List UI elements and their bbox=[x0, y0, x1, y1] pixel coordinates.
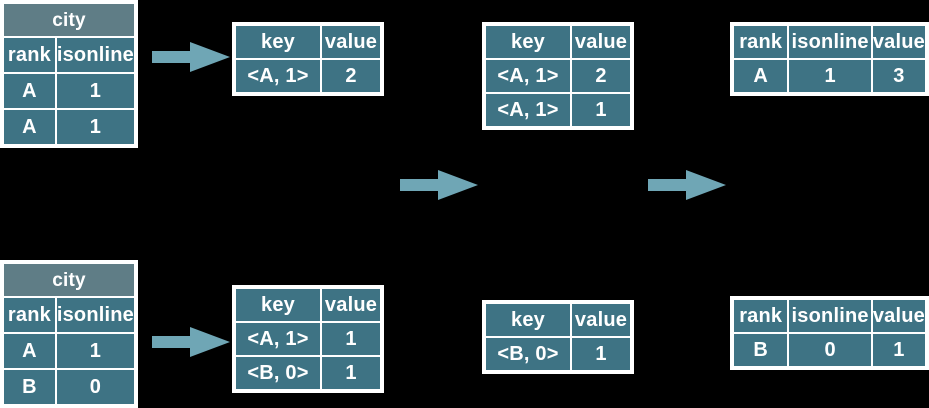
table-row: B 0 1 bbox=[734, 334, 925, 366]
cell-value: 1 bbox=[572, 338, 630, 370]
cell-rank: B bbox=[4, 370, 55, 404]
header-isonline: isonline bbox=[56, 298, 134, 332]
cell-rank: A bbox=[4, 74, 55, 108]
header-isonline: isonline bbox=[789, 300, 871, 332]
header-key: key bbox=[236, 26, 320, 58]
result-table-top: rank isonline value A 1 3 bbox=[730, 22, 929, 96]
header-value: value bbox=[322, 26, 380, 58]
result-table-bottom: rank isonline value B 0 1 bbox=[730, 296, 929, 370]
cell-key: <A, 1> bbox=[486, 94, 570, 126]
header-value: value bbox=[572, 304, 630, 336]
cell-rank: A bbox=[734, 60, 788, 92]
arrow-right-icon bbox=[152, 327, 230, 357]
table-row: <A, 1> 2 bbox=[236, 60, 380, 92]
cell-isonline: 1 bbox=[56, 110, 134, 144]
table-header-row: key value bbox=[486, 26, 630, 58]
table-header-row: rank isonline bbox=[4, 298, 134, 332]
header-rank: rank bbox=[4, 38, 55, 72]
city-table-top: city rank isonline A 1 A 1 bbox=[0, 0, 138, 148]
header-value: value bbox=[572, 26, 630, 58]
table-row: A 1 bbox=[4, 110, 134, 144]
table-row: A 1 bbox=[4, 334, 134, 368]
table-header-row: key value bbox=[236, 289, 380, 321]
cell-key: <B, 0> bbox=[236, 357, 320, 389]
cell-rank: A bbox=[4, 334, 55, 368]
cell-value: 2 bbox=[572, 60, 630, 92]
arrow-reduce bbox=[648, 168, 726, 202]
table-title-row: city bbox=[4, 4, 134, 36]
table-row: <A, 1> 1 bbox=[486, 94, 630, 126]
arrow-shuffle bbox=[400, 168, 478, 202]
arrow-right-icon bbox=[648, 170, 726, 200]
header-key: key bbox=[236, 289, 320, 321]
city-title-top: city bbox=[4, 4, 134, 36]
table-row: <A, 1> 2 bbox=[486, 60, 630, 92]
header-value: value bbox=[872, 26, 925, 58]
cell-value: 1 bbox=[572, 94, 630, 126]
table-header-row: rank isonline value bbox=[734, 300, 925, 332]
cell-isonline: 0 bbox=[56, 370, 134, 404]
cell-key: <A, 1> bbox=[236, 60, 320, 92]
cell-key: <B, 0> bbox=[486, 338, 570, 370]
header-value: value bbox=[872, 300, 925, 332]
header-key: key bbox=[486, 26, 570, 58]
cell-isonline: 1 bbox=[789, 60, 871, 92]
header-rank: rank bbox=[4, 298, 55, 332]
header-rank: rank bbox=[734, 26, 788, 58]
cell-value: 2 bbox=[322, 60, 380, 92]
arrow-top-map bbox=[152, 40, 230, 74]
arrow-bottom-map bbox=[152, 325, 230, 359]
table-header-row: rank isonline value bbox=[734, 26, 925, 58]
cell-isonline: 1 bbox=[56, 74, 134, 108]
cell-isonline: 0 bbox=[789, 334, 871, 366]
header-value: value bbox=[322, 289, 380, 321]
table-row: <A, 1> 1 bbox=[236, 323, 380, 355]
cell-key: <A, 1> bbox=[486, 60, 570, 92]
cell-rank: B bbox=[734, 334, 788, 366]
table-row: <B, 0> 1 bbox=[486, 338, 630, 370]
city-title-bottom: city bbox=[4, 264, 134, 296]
table-title-row: city bbox=[4, 264, 134, 296]
table-row: A 1 bbox=[4, 74, 134, 108]
header-isonline: isonline bbox=[56, 38, 134, 72]
table-row: B 0 bbox=[4, 370, 134, 404]
kv-table-bottom-2: key value <B, 0> 1 bbox=[482, 300, 634, 374]
table-row: <B, 0> 1 bbox=[236, 357, 380, 389]
cell-rank: A bbox=[4, 110, 55, 144]
header-key: key bbox=[486, 304, 570, 336]
cell-value: 1 bbox=[872, 334, 925, 366]
header-isonline: isonline bbox=[789, 26, 871, 58]
table-row: A 1 3 bbox=[734, 60, 925, 92]
table-header-row: rank isonline bbox=[4, 38, 134, 72]
cell-value: 1 bbox=[322, 357, 380, 389]
kv-table-top-1: key value <A, 1> 2 bbox=[232, 22, 384, 96]
cell-key: <A, 1> bbox=[236, 323, 320, 355]
table-header-row: key value bbox=[236, 26, 380, 58]
table-header-row: key value bbox=[486, 304, 630, 336]
kv-table-top-2: key value <A, 1> 2 <A, 1> 1 bbox=[482, 22, 634, 130]
city-table-bottom: city rank isonline A 1 B 0 bbox=[0, 260, 138, 408]
header-rank: rank bbox=[734, 300, 788, 332]
cell-value: 1 bbox=[322, 323, 380, 355]
cell-value: 3 bbox=[872, 60, 925, 92]
cell-isonline: 1 bbox=[56, 334, 134, 368]
arrow-right-icon bbox=[152, 42, 230, 72]
arrow-right-icon bbox=[400, 170, 478, 200]
kv-table-bottom-1: key value <A, 1> 1 <B, 0> 1 bbox=[232, 285, 384, 393]
